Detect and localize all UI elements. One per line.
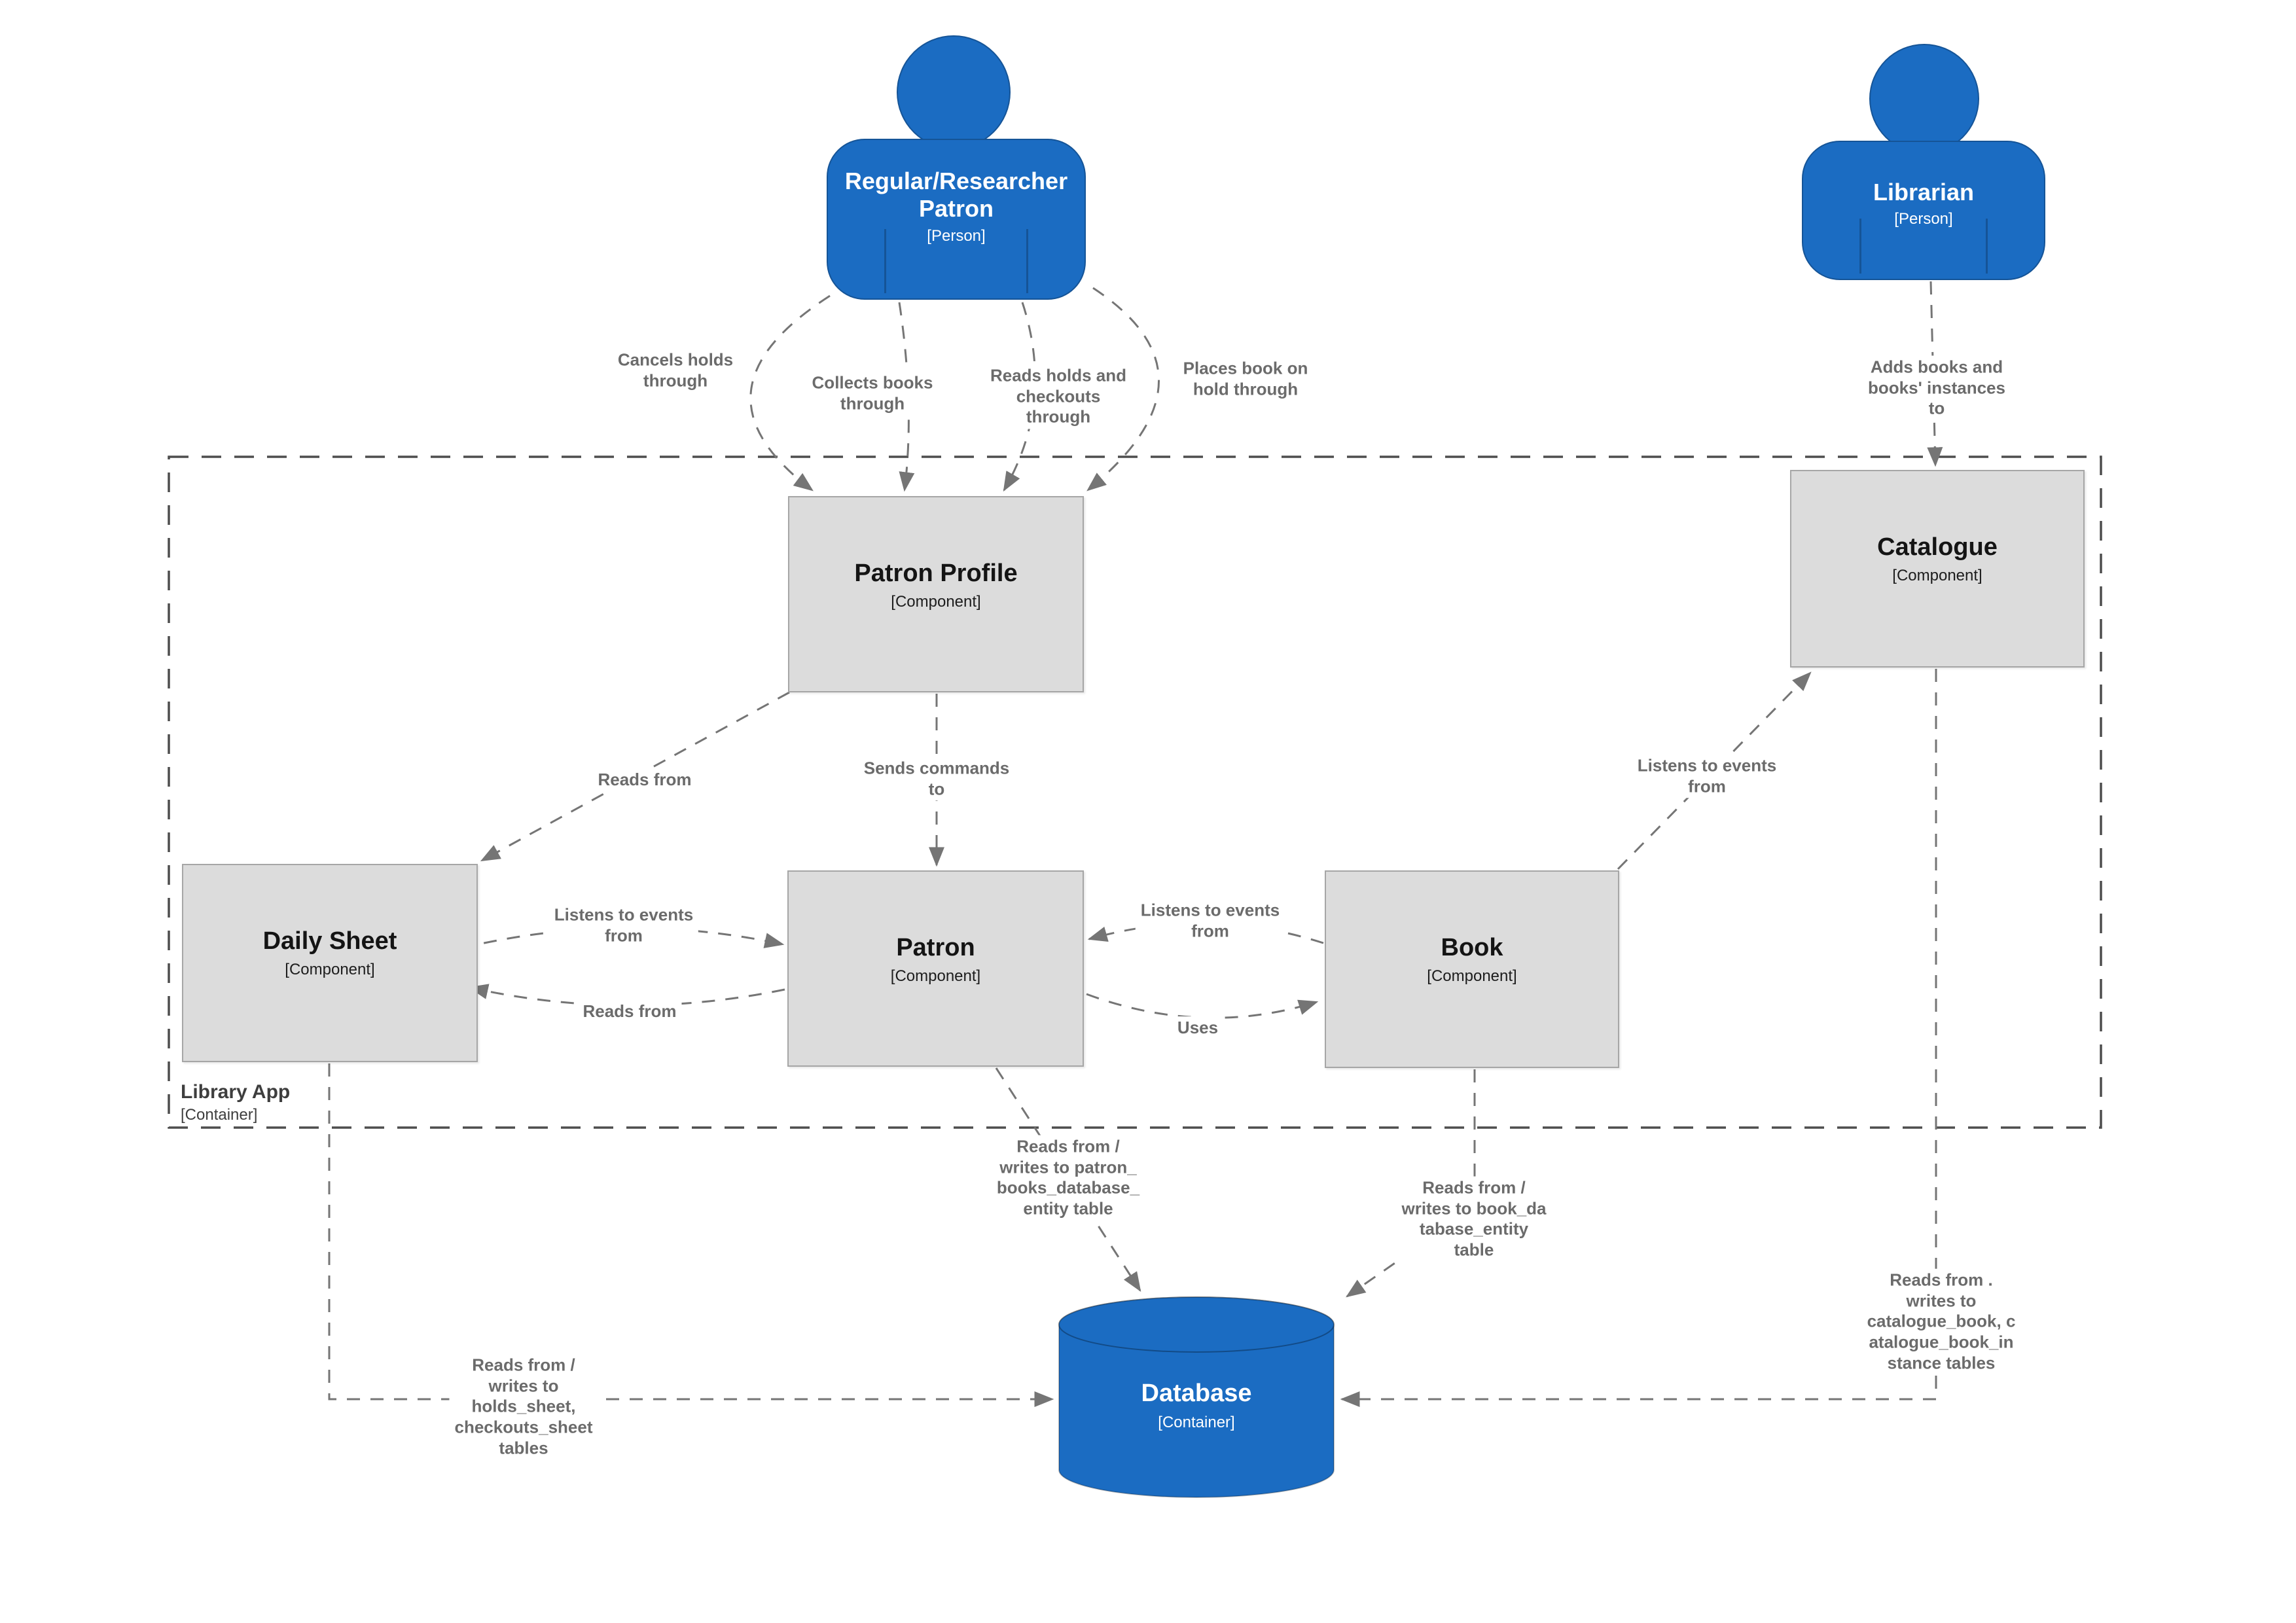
database-type: [Container]	[1158, 1414, 1235, 1431]
relationship-label-patron-listens: Listens to events from	[1135, 899, 1285, 943]
component-catalogue: Catalogue [Component]	[1790, 470, 2085, 668]
boundary-name: Library App	[181, 1081, 291, 1103]
component-title: Daily Sheet	[262, 927, 397, 955]
relationship-label-patron-db: Reads from / writes to patron_ books_dat…	[991, 1135, 1145, 1221]
person-body: Regular/Researcher Patron [Person]	[827, 139, 1086, 300]
edge-adds-books	[1927, 281, 1943, 467]
relationship-label-ds-listens: Listens to events from	[548, 903, 699, 948]
component-type: [Component]	[285, 960, 375, 978]
relationship-label-reads-holds: Reads holds and checkouts through	[984, 364, 1132, 429]
edge-patron-db	[995, 1067, 1141, 1293]
database-title: Database	[1141, 1380, 1252, 1407]
database-cylinder-icon	[1058, 1296, 1335, 1498]
relationship-label-pp-reads-from: Reads from	[592, 768, 697, 792]
edge-ds-db	[328, 1063, 1054, 1407]
edge-cancels-holds	[749, 294, 831, 491]
component-patron: Patron [Component]	[787, 870, 1084, 1067]
component-type: [Component]	[890, 967, 981, 985]
person-body: Librarian [Person]	[1802, 141, 2045, 280]
component-type: [Component]	[1427, 967, 1517, 985]
relationship-label-adds-books: Adds books and books' instances to	[1863, 355, 2011, 421]
component-book: Book [Component]	[1325, 870, 1619, 1068]
actor-type: [Person]	[927, 226, 986, 245]
edge-catalogue-db	[1340, 669, 1937, 1407]
component-title: Book	[1441, 934, 1503, 961]
boundary-type: [Container]	[181, 1106, 258, 1124]
relationship-label-places-hold: Places book on hold through	[1177, 357, 1314, 401]
person-head-icon	[897, 35, 1011, 149]
person-arm-line	[1859, 219, 1861, 274]
edge-book-db	[1346, 1069, 1476, 1298]
relationship-label-book-db: Reads from / writes to book_da tabase_en…	[1396, 1176, 1552, 1262]
relationship-label-cancels-holds: Cancels holds through	[612, 348, 739, 393]
component-type: [Component]	[891, 592, 981, 611]
person-arm-line	[884, 228, 886, 293]
edge-places-hold	[1086, 287, 1160, 491]
actor-type: [Person]	[1894, 210, 1953, 228]
database-node: Database [Container]	[1058, 1296, 1335, 1499]
library-app-boundary	[168, 455, 2102, 1129]
relationship-label-sends-commands: Sends commands to	[858, 757, 1015, 801]
relationship-label-ds-db: Reads from / writes to holds_sheet, chec…	[449, 1353, 598, 1461]
person-head-icon	[1869, 44, 1979, 154]
actor-name: Regular/Researcher Patron	[844, 168, 1068, 223]
component-title: Catalogue	[1877, 533, 1998, 561]
component-patron-profile: Patron Profile [Component]	[788, 496, 1084, 692]
component-daily-sheet: Daily Sheet [Component]	[182, 864, 478, 1062]
edge-uses	[1086, 993, 1319, 1019]
person-arm-line	[1986, 219, 1988, 274]
relationship-label-ds-reads: Reads from	[577, 1000, 682, 1024]
relationship-label-collects-books: Collects books through	[806, 371, 939, 416]
relationship-label-catalogue-listens: Listens to events from	[1632, 754, 1782, 798]
actor-name: Librarian	[1873, 179, 1975, 205]
person-arm-line	[1026, 228, 1028, 293]
component-type: [Component]	[1892, 566, 1982, 584]
component-title: Patron Profile	[854, 560, 1018, 587]
library-app-label: Library App [Container]	[181, 1081, 290, 1124]
relationship-label-catalogue-db: Reads from . writes to catalogue_book, c…	[1861, 1268, 2021, 1376]
component-title: Patron	[896, 934, 975, 961]
relationship-label-uses: Uses	[1172, 1016, 1224, 1040]
